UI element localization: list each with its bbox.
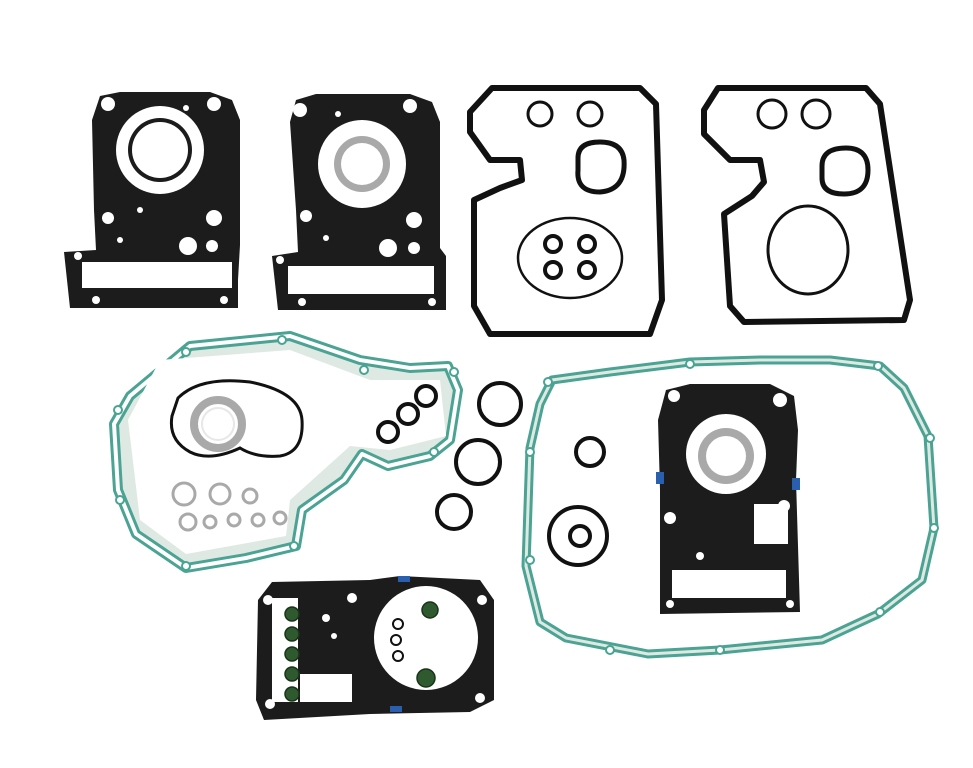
- clutch-cover-gasket: [521, 355, 939, 659]
- valve-cover-gasket-right: [701, 85, 913, 325]
- cylinder-base-gasket-right: [656, 384, 800, 614]
- cylinder-head-gasket-left: [64, 92, 240, 308]
- valve-stem-seal-set: [284, 601, 439, 702]
- crankcase-inner-seal: [169, 379, 304, 458]
- copper-washer-set: [171, 481, 288, 532]
- cylinder-head-gasket-right: [272, 94, 446, 310]
- valve-cover-gasket-left: [467, 85, 665, 337]
- o-ring-set-loose: [435, 381, 609, 567]
- o-ring-set-small: [390, 618, 404, 662]
- o-ring-set-upper: [376, 384, 438, 444]
